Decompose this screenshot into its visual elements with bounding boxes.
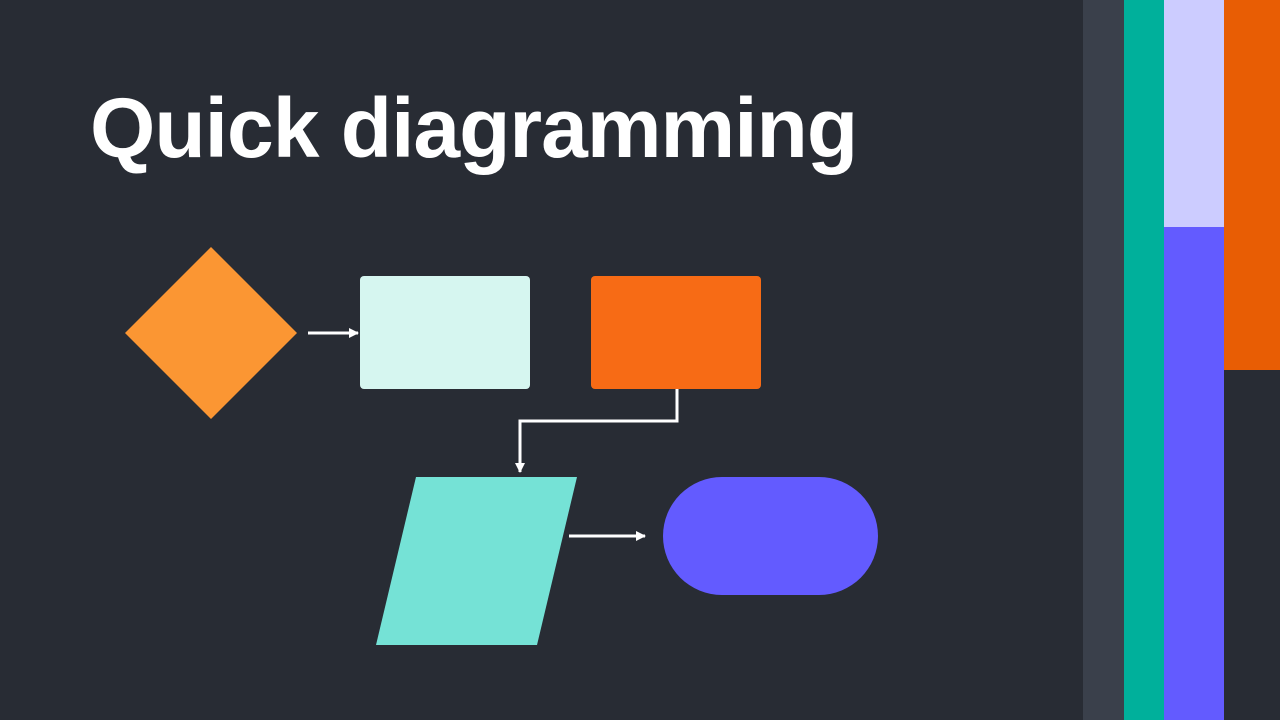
- terminator-pill[interactable]: [663, 477, 878, 595]
- stripe-slate: [1083, 0, 1124, 720]
- stripe-teal: [1124, 0, 1164, 720]
- stripe-indigo: [1164, 227, 1224, 720]
- flowchart: [125, 247, 878, 645]
- connector-process-to-io[interactable]: [515, 389, 679, 473]
- process-box-light[interactable]: [360, 276, 530, 389]
- io-parallelogram[interactable]: [376, 477, 577, 645]
- process-box-orange[interactable]: [591, 276, 761, 389]
- stripe-orange: [1224, 0, 1280, 370]
- page-title: Quick diagramming: [90, 81, 858, 175]
- stripe-lavender: [1164, 0, 1224, 227]
- decision-diamond[interactable]: [125, 247, 297, 419]
